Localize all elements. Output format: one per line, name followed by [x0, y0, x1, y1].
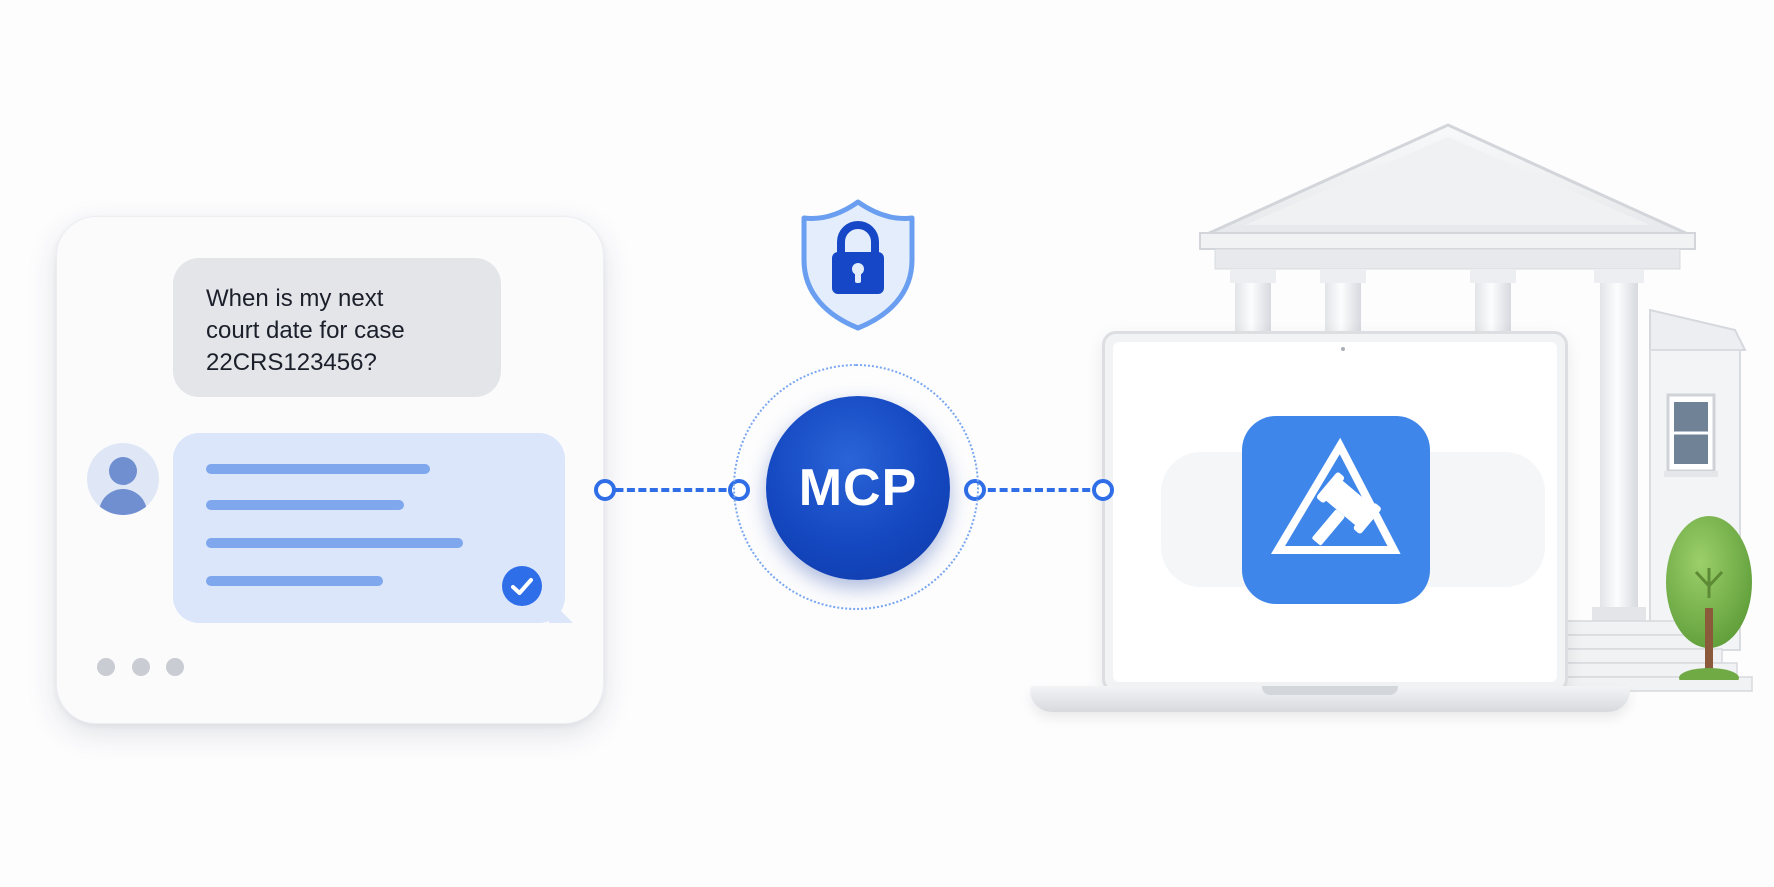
connector-line-left — [604, 488, 738, 492]
reply-placeholder-line — [206, 464, 430, 474]
laptop-notch — [1262, 686, 1398, 695]
mcp-dotted-ring — [733, 364, 979, 610]
user-message-text: When is my next court date for case 22CR… — [206, 285, 405, 376]
user-message-bubble: When is my next court date for case 22CR… — [173, 258, 501, 397]
laptop-camera — [1341, 347, 1345, 351]
typing-dot — [132, 658, 150, 676]
shield-lock-icon — [801, 199, 915, 331]
court-app-icon[interactable] — [1242, 416, 1430, 604]
avatar-torso — [99, 489, 147, 515]
typing-dot — [97, 658, 115, 676]
reply-placeholder-line — [206, 576, 383, 586]
connector-node — [594, 479, 616, 501]
connector-node — [1092, 479, 1114, 501]
mcp-hub: MCP — [766, 396, 950, 580]
user-avatar-icon — [87, 443, 159, 515]
gavel-triangle-icon — [1270, 437, 1401, 554]
avatar-head — [109, 457, 137, 485]
check-badge-icon — [502, 566, 542, 606]
reply-placeholder-line — [206, 538, 463, 548]
chat-window: When is my next court date for case 22CR… — [56, 216, 604, 724]
typing-dot — [166, 658, 184, 676]
assistant-reply-bubble — [173, 433, 565, 623]
mcp-label: MCP — [798, 459, 918, 517]
reply-placeholder-line — [206, 500, 404, 510]
tree-illustration — [1666, 516, 1752, 680]
connector-line-right — [976, 488, 1102, 492]
